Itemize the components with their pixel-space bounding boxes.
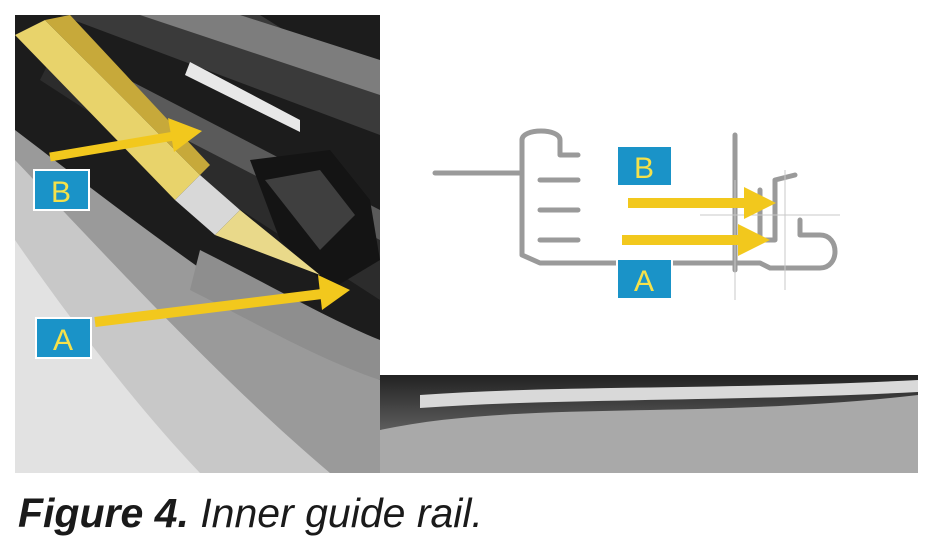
svg-text:A: A	[53, 324, 73, 357]
photo-arrows	[49, 118, 350, 327]
svg-text:A: A	[634, 265, 654, 298]
svg-text:B: B	[634, 152, 654, 185]
figure-caption: Figure 4. Inner guide rail.	[18, 490, 483, 537]
figure-image: B A B A	[15, 15, 918, 473]
drawing-label-b: B	[616, 145, 673, 187]
drawing-label-a: A	[616, 258, 673, 300]
figure-caption-text: Inner guide rail.	[200, 490, 483, 536]
photo-label-a: A	[35, 317, 92, 359]
figure-number: Figure 4.	[18, 490, 189, 536]
photo-arrow-a	[94, 288, 331, 327]
svg-text:B: B	[51, 176, 71, 209]
photo-arrow-b	[49, 130, 181, 162]
cross-section-drawing	[380, 15, 918, 375]
drawing-arrows	[622, 187, 776, 256]
photo-label-b: B	[33, 169, 90, 211]
